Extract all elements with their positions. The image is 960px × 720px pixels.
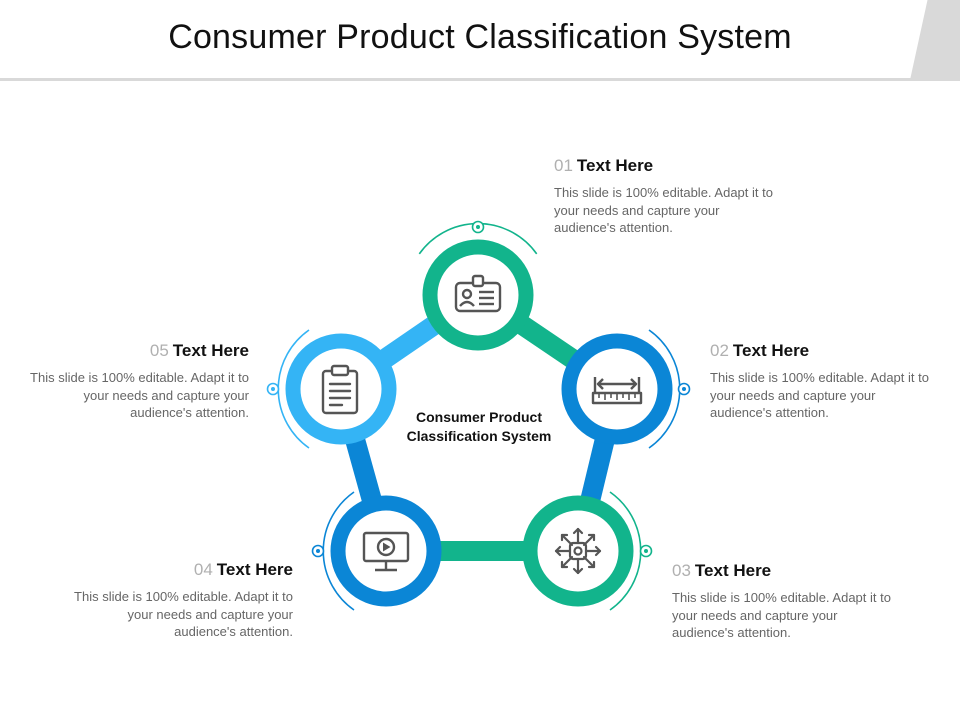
page-title: Consumer Product Classification System [168,18,792,56]
step-number: 03 [672,561,691,580]
center-label: Consumer Product Classification System [406,409,552,444]
step-number: 04 [193,560,213,579]
clipboard-icon [321,364,359,415]
node-ring-4 [330,495,442,607]
node-ring-2 [561,333,673,445]
id-card-icon [454,274,502,313]
node-ring-1 [422,239,534,351]
step-description: This slide is 100% editable. Adapt it to… [710,370,929,420]
step-description: This slide is 100% editable. Adapt it to… [30,370,249,420]
step-description: This slide is 100% editable. Adapt it to… [672,590,891,640]
step-description: This slide is 100% editable. Adapt it to… [554,185,773,235]
node-ring-5 [285,333,397,445]
monitor-play-icon [362,531,410,572]
node-ring-3 [522,495,634,607]
ruler-icon [591,377,643,405]
network-icon [554,527,602,575]
header: Consumer Product Classification System [0,0,960,81]
step-number: 05 [149,341,169,360]
step-number: 02 [710,341,729,360]
header-divider [0,78,960,81]
step-description: This slide is 100% editable. Adapt it to… [74,589,293,639]
step-number: 01 [554,156,573,175]
